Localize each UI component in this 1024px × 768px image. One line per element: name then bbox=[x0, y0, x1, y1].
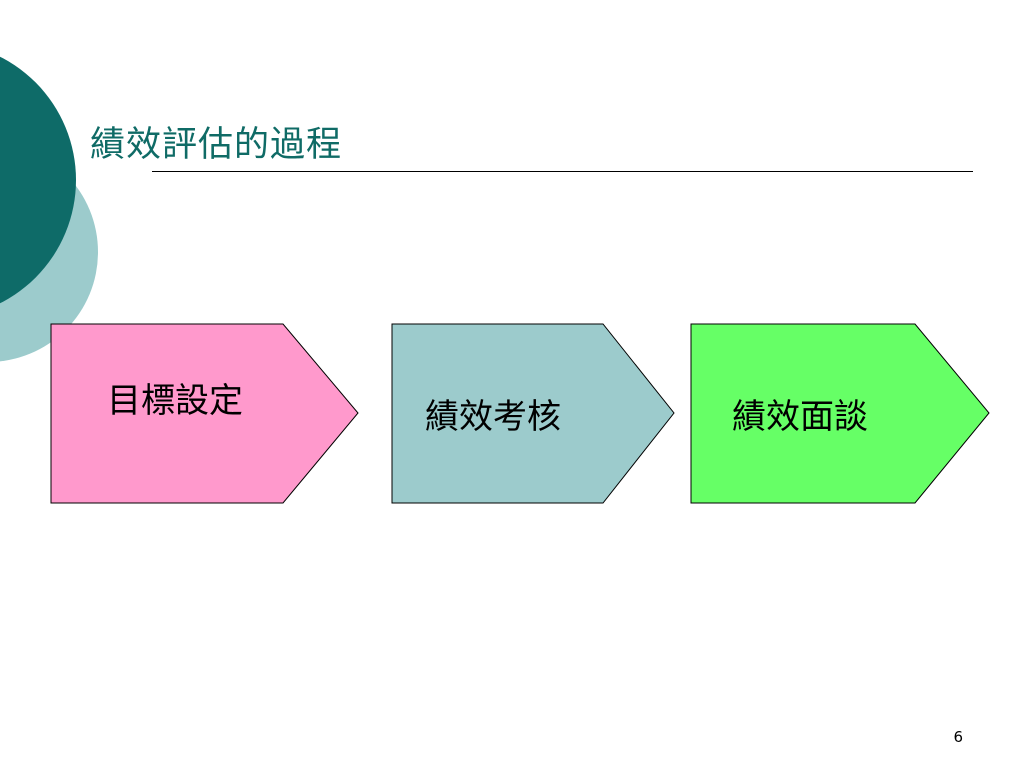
process-step-2-label: 績效考核 bbox=[425, 397, 561, 437]
process-step-1-label: 目標設定 bbox=[107, 381, 243, 421]
process-step-3-label: 績效面談 bbox=[732, 397, 868, 437]
process-step-3-arrow bbox=[690, 323, 990, 504]
slide-title: 績效評估的過程 bbox=[90, 125, 343, 165]
process-step-2-arrow bbox=[391, 323, 675, 504]
page-number: 6 bbox=[953, 728, 963, 746]
title-underline bbox=[152, 171, 973, 172]
process-step-1-arrow bbox=[50, 323, 359, 504]
decor-circle-dark bbox=[0, 56, 76, 304]
